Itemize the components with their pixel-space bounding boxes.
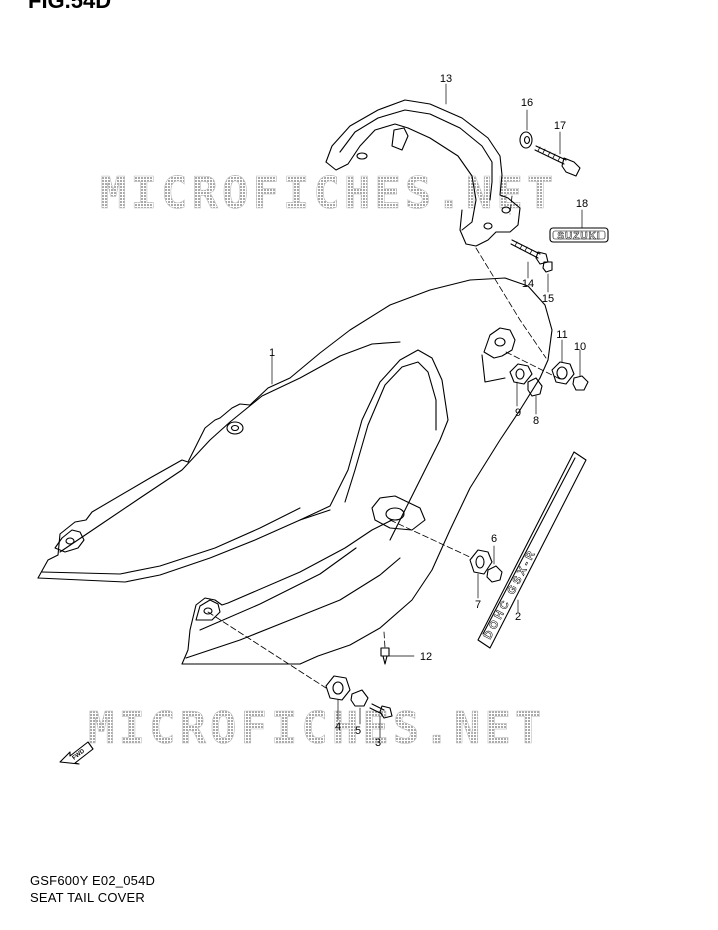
emblem-text: SUZUKI — [557, 231, 600, 242]
callout-11: 11 — [556, 329, 567, 341]
clip-12-drawing — [380, 647, 390, 665]
callout-3: 3 — [375, 737, 381, 749]
callout-8: 8 — [533, 415, 539, 427]
spacer-6-drawing — [486, 565, 503, 583]
assembly-lines — [207, 195, 563, 689]
pillion-handle-drawing — [325, 99, 521, 247]
cushion-4-drawing — [325, 675, 351, 701]
bolt-17-drawing — [534, 145, 581, 177]
cushion-11-drawing — [551, 361, 575, 385]
side-decal-drawing — [477, 451, 587, 649]
callout-1: 1 — [269, 347, 275, 359]
callout-15: 15 — [542, 293, 554, 305]
cushion-9-drawing — [509, 363, 533, 385]
cap-15-drawing — [542, 261, 553, 273]
bolt-14-drawing — [510, 239, 549, 265]
callout-18: 18 — [576, 198, 588, 210]
callout-4: 4 — [335, 721, 341, 733]
callout-7: 7 — [475, 599, 481, 611]
figure-code: GSF600Y E02_054D — [30, 873, 156, 888]
decal-text: DOHC GSX-R — [482, 547, 539, 641]
callout-5: 5 — [355, 725, 361, 737]
callout-13: 13 — [440, 73, 452, 85]
callout-14: 14 — [522, 278, 534, 290]
callout-12: 12 — [420, 651, 432, 663]
figure-name: SEAT TAIL COVER — [30, 890, 145, 905]
spacer-8-drawing — [527, 377, 543, 397]
callout-2: 2 — [515, 611, 521, 623]
cap-10-drawing — [572, 375, 589, 391]
callout-10: 10 — [574, 341, 586, 353]
washer-16-drawing — [519, 131, 533, 149]
leader-lines — [271, 83, 583, 739]
fwd-arrow — [59, 741, 94, 765]
watermark-top: MICROFICHES.NET — [100, 168, 557, 219]
callout-17: 17 — [554, 120, 566, 132]
callout-6: 6 — [491, 533, 497, 545]
bolt-3-drawing — [369, 703, 393, 719]
watermark-bottom: MICROFICHES.NET — [88, 703, 545, 754]
callout-16: 16 — [521, 97, 533, 109]
spacer-5-drawing — [350, 689, 369, 707]
emblem-drawing — [549, 227, 609, 243]
callout-9: 9 — [515, 407, 521, 419]
cushion-7-drawing — [469, 549, 493, 575]
seat-tail-cover-drawing — [37, 277, 553, 665]
figure-title: FIG.54D — [28, 0, 112, 13]
